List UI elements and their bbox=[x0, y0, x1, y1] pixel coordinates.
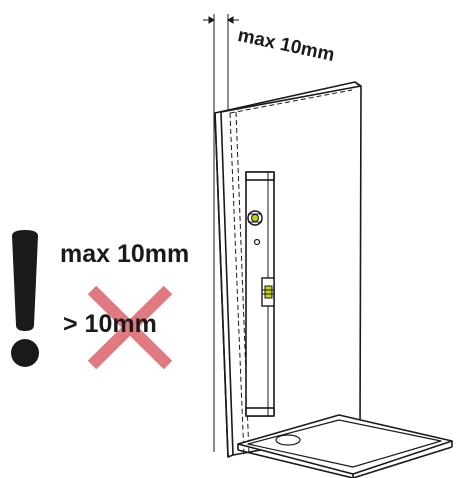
shower-tray bbox=[237, 414, 453, 478]
dimension-arrow bbox=[203, 16, 239, 24]
not-allowed-deviation-label: > 10mm bbox=[63, 310, 157, 338]
red-cross-icon bbox=[87, 285, 173, 370]
spirit-level bbox=[245, 171, 275, 417]
exclamation-icon bbox=[11, 230, 39, 367]
tilt-dashed-outline bbox=[229, 89, 353, 457]
allowed-deviation-label: max 10mm bbox=[60, 240, 190, 268]
